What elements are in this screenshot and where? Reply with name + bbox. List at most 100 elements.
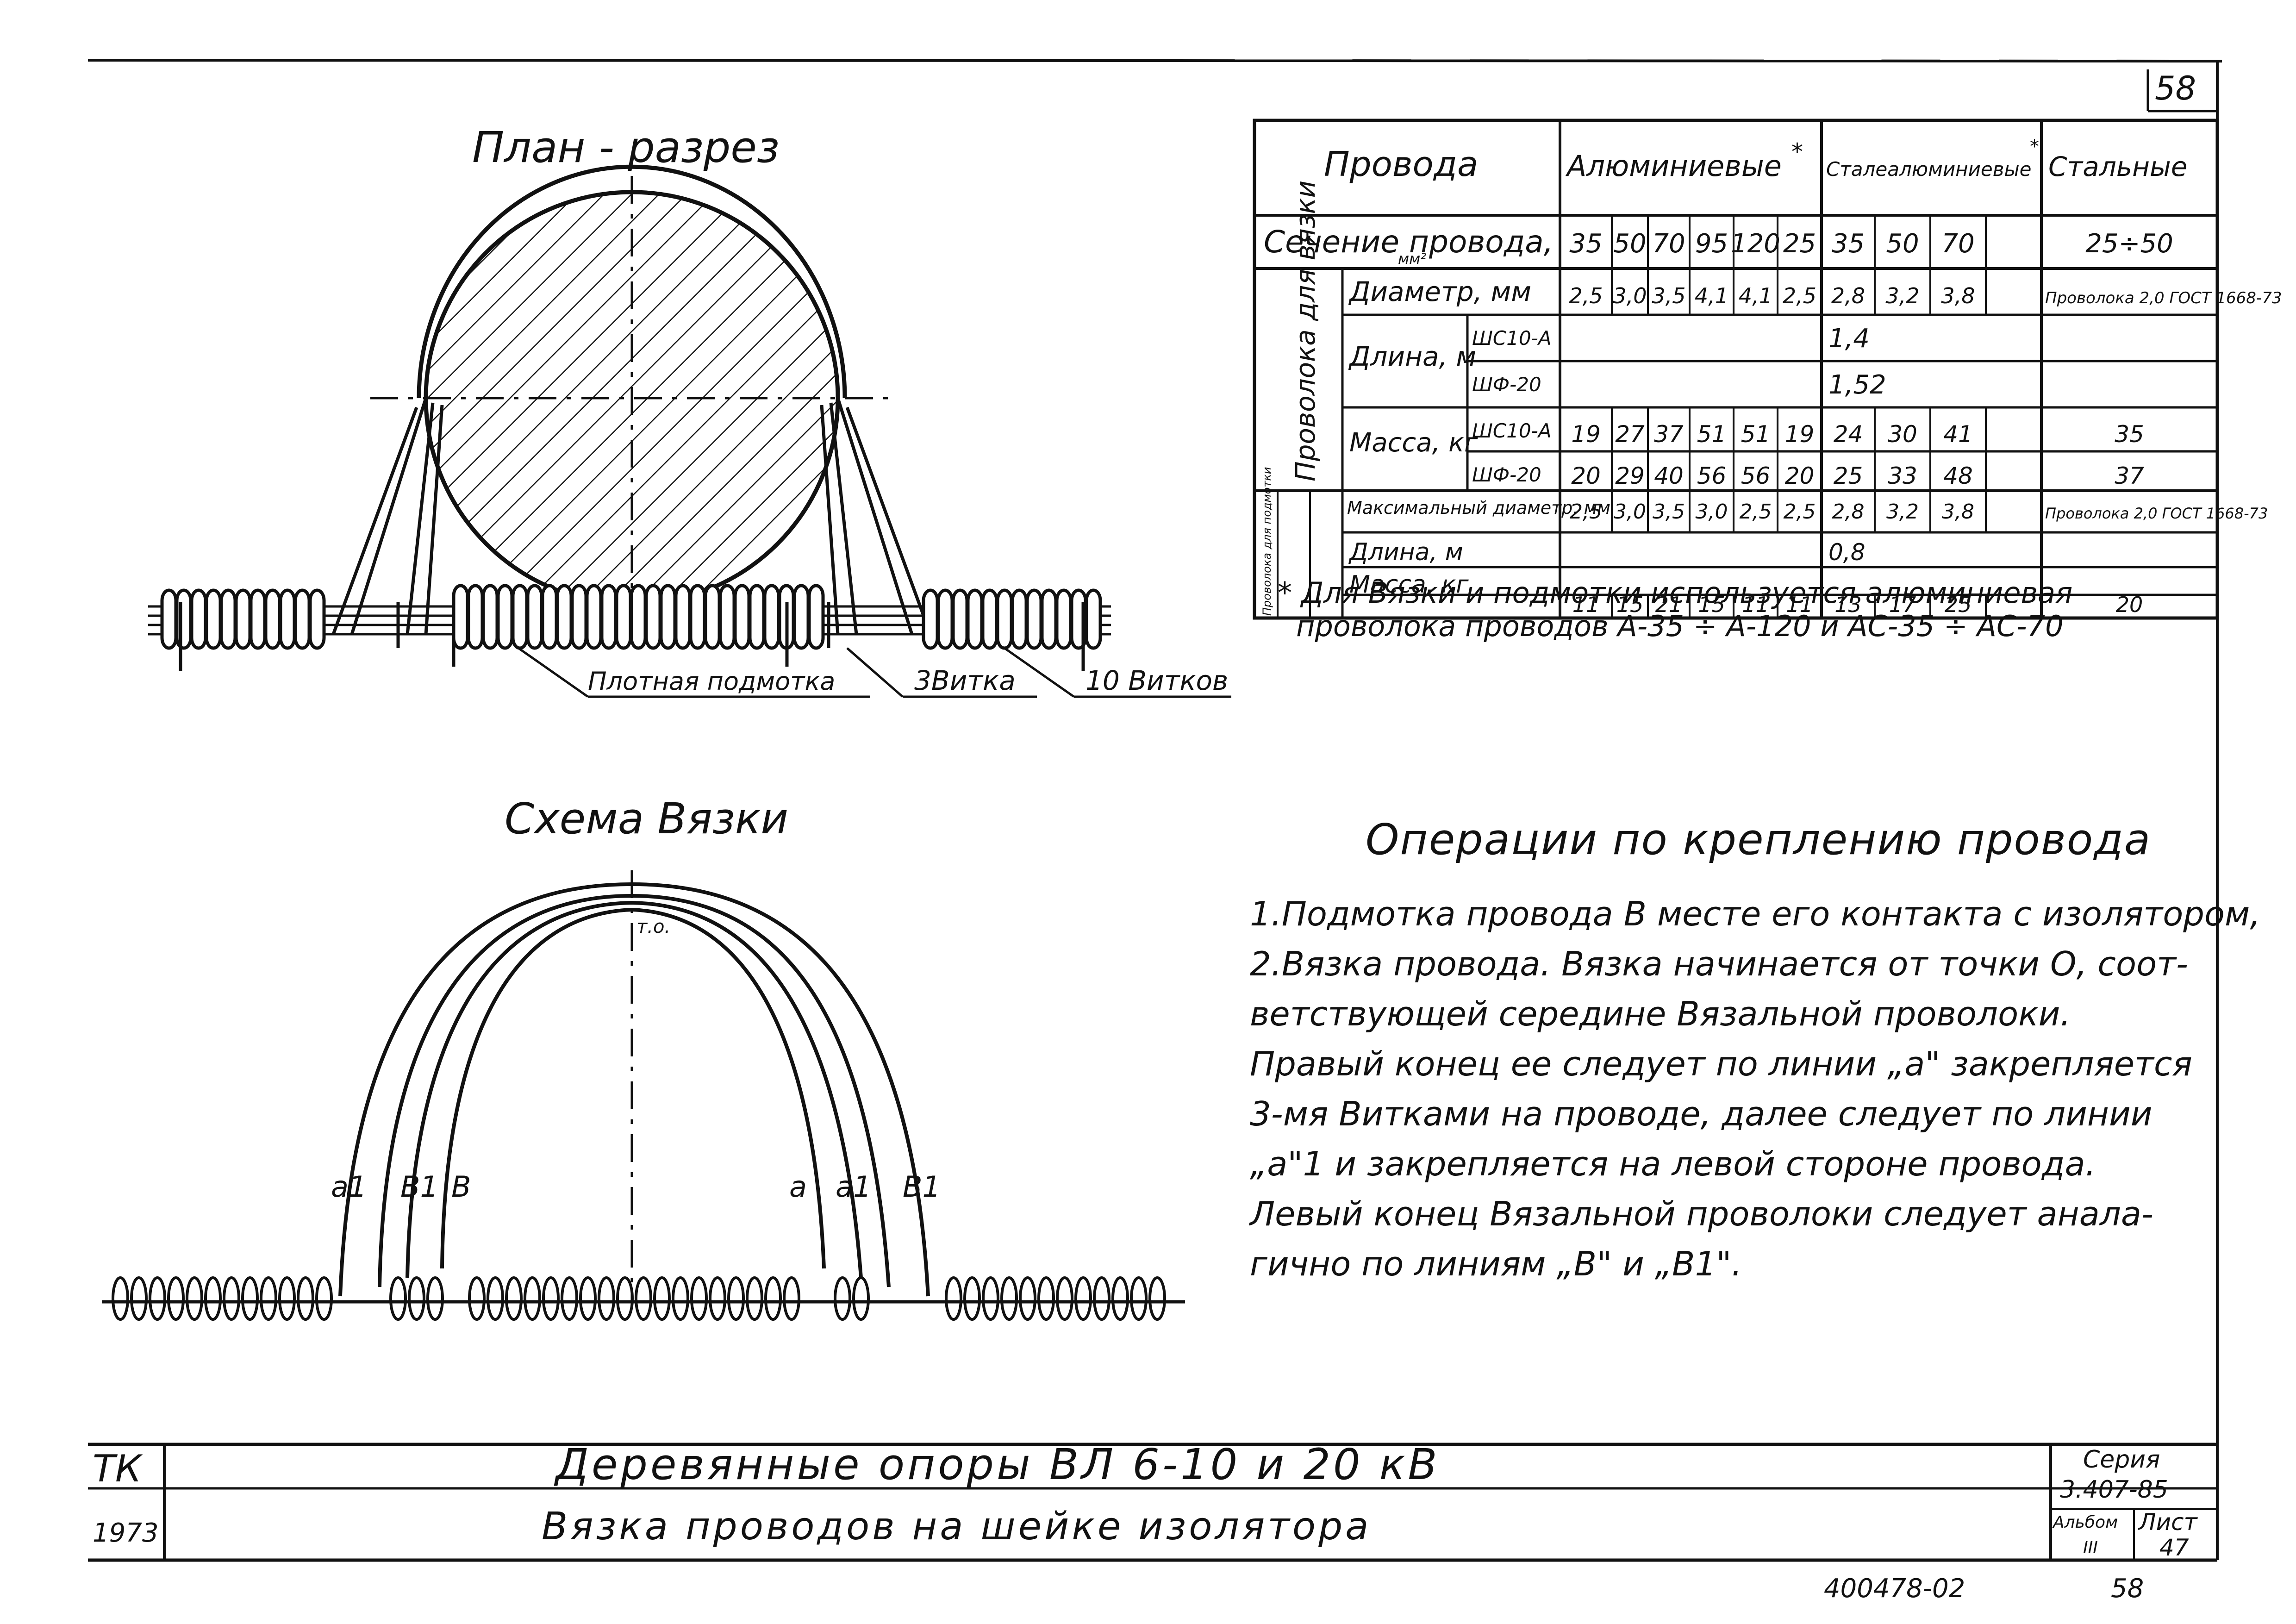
table-cell: 2,8 <box>1831 283 1865 308</box>
table-cell: 3,8 <box>1941 283 1975 308</box>
coil-turn <box>297 1276 314 1321</box>
table-cell: 3,5 <box>1653 500 1685 524</box>
sheet-label: Лист <box>2138 1509 2198 1536</box>
wrap-turn <box>279 588 296 650</box>
coil-turn <box>278 1276 296 1321</box>
wrap-turn <box>1055 588 1073 650</box>
coil-turn <box>709 1276 726 1321</box>
doc-code: 400478-02 <box>1824 1574 1965 1604</box>
sheet-value: 47 <box>2159 1534 2189 1561</box>
sheet-number-top: 58 <box>2155 69 2196 107</box>
table-cell: 30 <box>1888 421 1917 448</box>
table-cell: 40 <box>1654 462 1684 489</box>
table-cell: 4,1 <box>1695 283 1728 308</box>
coil-turn <box>1130 1276 1148 1321</box>
wrap-turn <box>792 584 810 650</box>
coil-turn <box>167 1276 185 1321</box>
wrap-length: 0,8 <box>1828 539 1866 566</box>
table-cell: 37 <box>2115 462 2144 489</box>
table-cell: 2,5 <box>1569 283 1603 308</box>
group-tie-label: Проволока для вязки <box>1290 181 1321 481</box>
coil-turn <box>260 1276 277 1321</box>
insulator-2-mass: ШФ-20 <box>1472 463 1541 486</box>
coil-turn <box>1037 1276 1055 1321</box>
operations-line: „а"1 и закрепляется на левой стороне про… <box>1250 1144 2096 1183</box>
wrap-turn <box>219 588 237 650</box>
table-cell: 35 <box>1832 229 1865 259</box>
table-cell: 95 <box>1695 229 1728 259</box>
table-cell: 29 <box>1615 462 1645 489</box>
coil-turn <box>653 1276 671 1321</box>
table-cell: 56 <box>1741 462 1771 489</box>
wrap-turn <box>452 584 469 650</box>
wrap-turn <box>644 584 662 650</box>
table-cell: 20 <box>1571 462 1601 489</box>
section-unit: мм² <box>1398 250 1426 268</box>
wrap-turn <box>308 588 326 650</box>
coil-turn <box>542 1276 560 1321</box>
table-cell: 25 <box>1783 229 1816 259</box>
coil-turn <box>963 1276 981 1321</box>
wrap-turn <box>293 588 311 650</box>
series-label: Серия <box>2083 1446 2160 1474</box>
table-cell: 51 <box>1741 421 1771 448</box>
wrap-turn <box>541 584 558 650</box>
plan-section-drawing <box>148 164 1111 648</box>
doc-page: 58 <box>2111 1574 2144 1604</box>
coil-turn <box>468 1276 486 1321</box>
wrap-turn <box>555 584 573 650</box>
wrap-turn <box>996 588 1013 650</box>
table-cell: 24 <box>1834 421 1863 448</box>
table-cell: 70 <box>1941 229 1974 259</box>
wrap-turn <box>733 584 751 650</box>
coil-turn <box>1074 1276 1092 1321</box>
coil-turn <box>635 1276 652 1321</box>
table-cell: 11 <box>1742 592 1769 617</box>
coil-turn <box>408 1276 425 1321</box>
mass-label: Масса, кг <box>1349 428 1478 458</box>
wrap-turn <box>481 584 499 650</box>
table-cell: 35 <box>1569 229 1602 259</box>
table-cell: 20 <box>1785 462 1815 489</box>
coil-turn <box>315 1276 333 1321</box>
album-label: Альбом <box>2052 1513 2118 1532</box>
wrap-turn <box>570 584 588 650</box>
footnote-line: проволока проводов А-35 ÷ А-120 и АС-35 … <box>1296 609 2064 643</box>
coil-turn <box>945 1276 962 1321</box>
coil-turn <box>130 1276 148 1321</box>
coil-turn <box>834 1276 851 1321</box>
title-line-1: Деревянные опоры ВЛ 6-10 и 20 кВ <box>554 1440 1440 1489</box>
max-diameter-label: Максимальный диаметр, мм <box>1347 498 1610 518</box>
coil-turn <box>149 1276 166 1321</box>
table-cell: 2,5 <box>1740 500 1772 524</box>
wrap-turn <box>966 588 984 650</box>
scheme-coils <box>112 1276 1166 1321</box>
label-tight-wrap: Плотная подмотка <box>588 667 835 696</box>
table-cell: 25 <box>1945 592 1972 617</box>
table-header-aluminum-mark: * <box>1791 138 1803 165</box>
plan-title: План - разрез <box>472 123 780 172</box>
wrap-turn <box>264 588 281 650</box>
wrap-mass-label: Масса, кг <box>1349 571 1469 599</box>
coil-turn <box>1111 1276 1129 1321</box>
insulator-2: ШФ-20 <box>1472 373 1541 396</box>
wrap-turn <box>467 584 484 650</box>
wrap-turn <box>718 584 736 650</box>
table-cell: 51 <box>1697 421 1727 448</box>
table-cell: 27 <box>1615 421 1645 448</box>
table-cell: 3,0 <box>1696 500 1728 524</box>
operations-line: гично по линиям „В" и „В1". <box>1250 1244 1742 1283</box>
coil-turn <box>690 1276 708 1321</box>
label-three-turns: 3Витка <box>914 665 1016 696</box>
wrap-turn <box>615 584 632 650</box>
coil-turn <box>1148 1276 1166 1321</box>
table-header-steel-aluminum: Сталеалюминиевые <box>1826 158 2031 181</box>
wrap-turn <box>234 588 252 650</box>
materials-table <box>1253 119 2219 620</box>
wrap-turn <box>1025 588 1043 650</box>
wrap-turn <box>249 588 267 650</box>
table-cell: 21 <box>1655 592 1683 617</box>
table-header-aluminum: Алюминиевые <box>1565 149 1782 183</box>
coil-turn <box>852 1276 870 1321</box>
wrap-turn <box>190 588 207 650</box>
